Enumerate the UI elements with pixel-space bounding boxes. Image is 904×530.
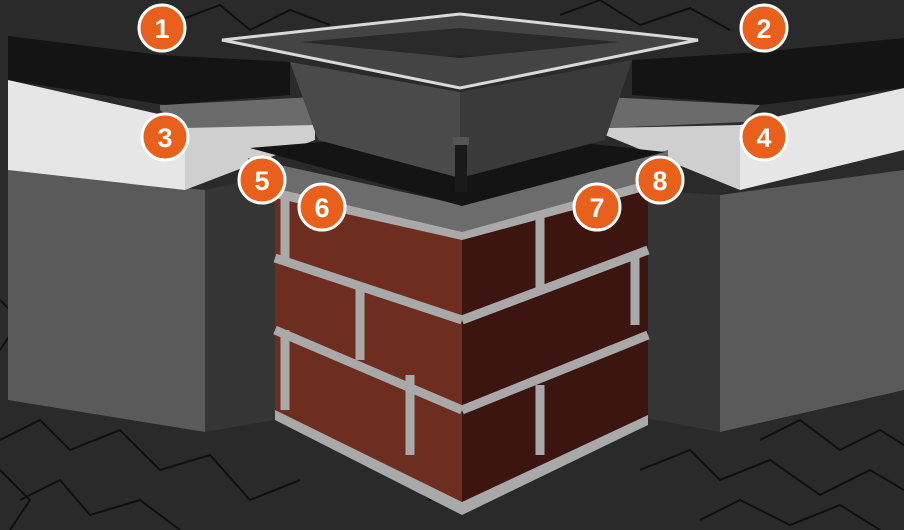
badge-7-label: 7 — [589, 193, 604, 223]
badge-6-label: 6 — [314, 193, 329, 223]
badge-4: 4 — [741, 114, 787, 160]
badge-5-label: 5 — [254, 166, 269, 196]
vent-pipe-cap — [453, 137, 469, 145]
badge-3-label: 3 — [157, 123, 172, 153]
badge-5: 5 — [239, 157, 285, 203]
left-roof-block — [8, 36, 315, 432]
badge-8-label: 8 — [652, 166, 667, 196]
badge-1-label: 1 — [154, 14, 169, 44]
right-block-front-face — [720, 170, 904, 432]
left-block-side-face — [205, 175, 275, 432]
left-block-front-face — [8, 170, 205, 432]
badge-1: 1 — [139, 5, 185, 51]
badge-2-label: 2 — [756, 14, 771, 44]
badge-6: 6 — [299, 184, 345, 230]
badge-2: 2 — [741, 5, 787, 51]
right-block-side-face — [645, 190, 720, 432]
vent-pipe — [455, 140, 467, 192]
badge-8: 8 — [637, 157, 683, 203]
badge-3: 3 — [142, 114, 188, 160]
badge-4-label: 4 — [756, 123, 771, 153]
badge-7: 7 — [574, 184, 620, 230]
